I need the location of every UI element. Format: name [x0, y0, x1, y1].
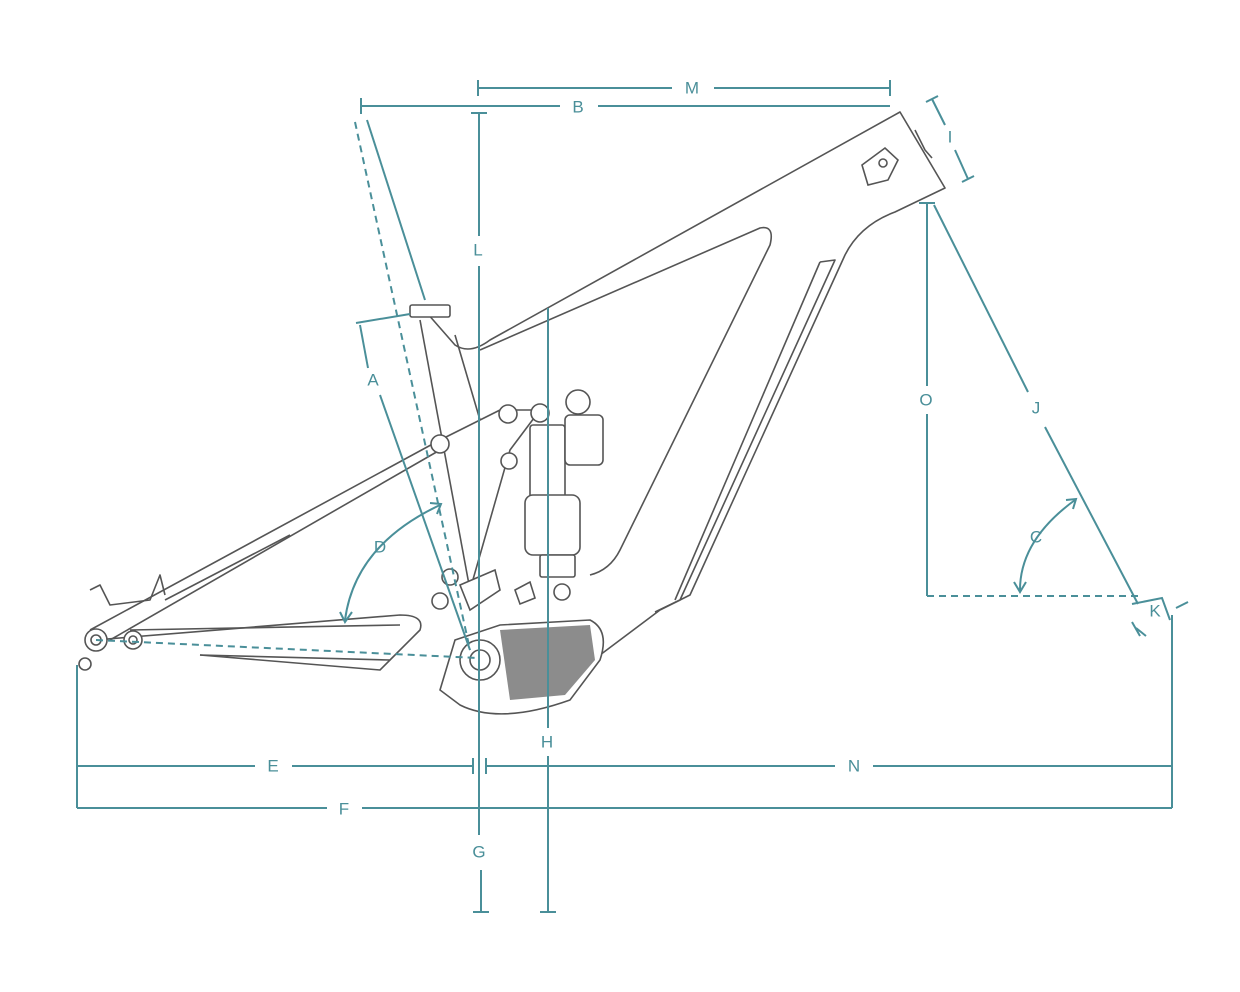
label-d: D — [374, 537, 386, 556]
label-g: G — [472, 842, 485, 861]
label-h: H — [541, 732, 553, 751]
label-k: K — [1149, 601, 1161, 620]
bike-frame — [78, 111, 946, 715]
label-n: N — [848, 756, 860, 775]
dimension-labels: M B I L A O J C D K H E N F G — [267, 78, 1161, 861]
dimension-lines — [76, 80, 1189, 913]
label-o: O — [919, 390, 932, 409]
label-a: A — [367, 370, 379, 389]
label-l: L — [473, 240, 482, 259]
label-j: J — [1032, 398, 1041, 417]
label-c: C — [1030, 527, 1042, 546]
label-b: B — [572, 97, 583, 116]
label-i: I — [948, 127, 953, 146]
label-e: E — [267, 756, 278, 775]
label-f: F — [339, 799, 349, 818]
label-m: M — [685, 78, 699, 97]
